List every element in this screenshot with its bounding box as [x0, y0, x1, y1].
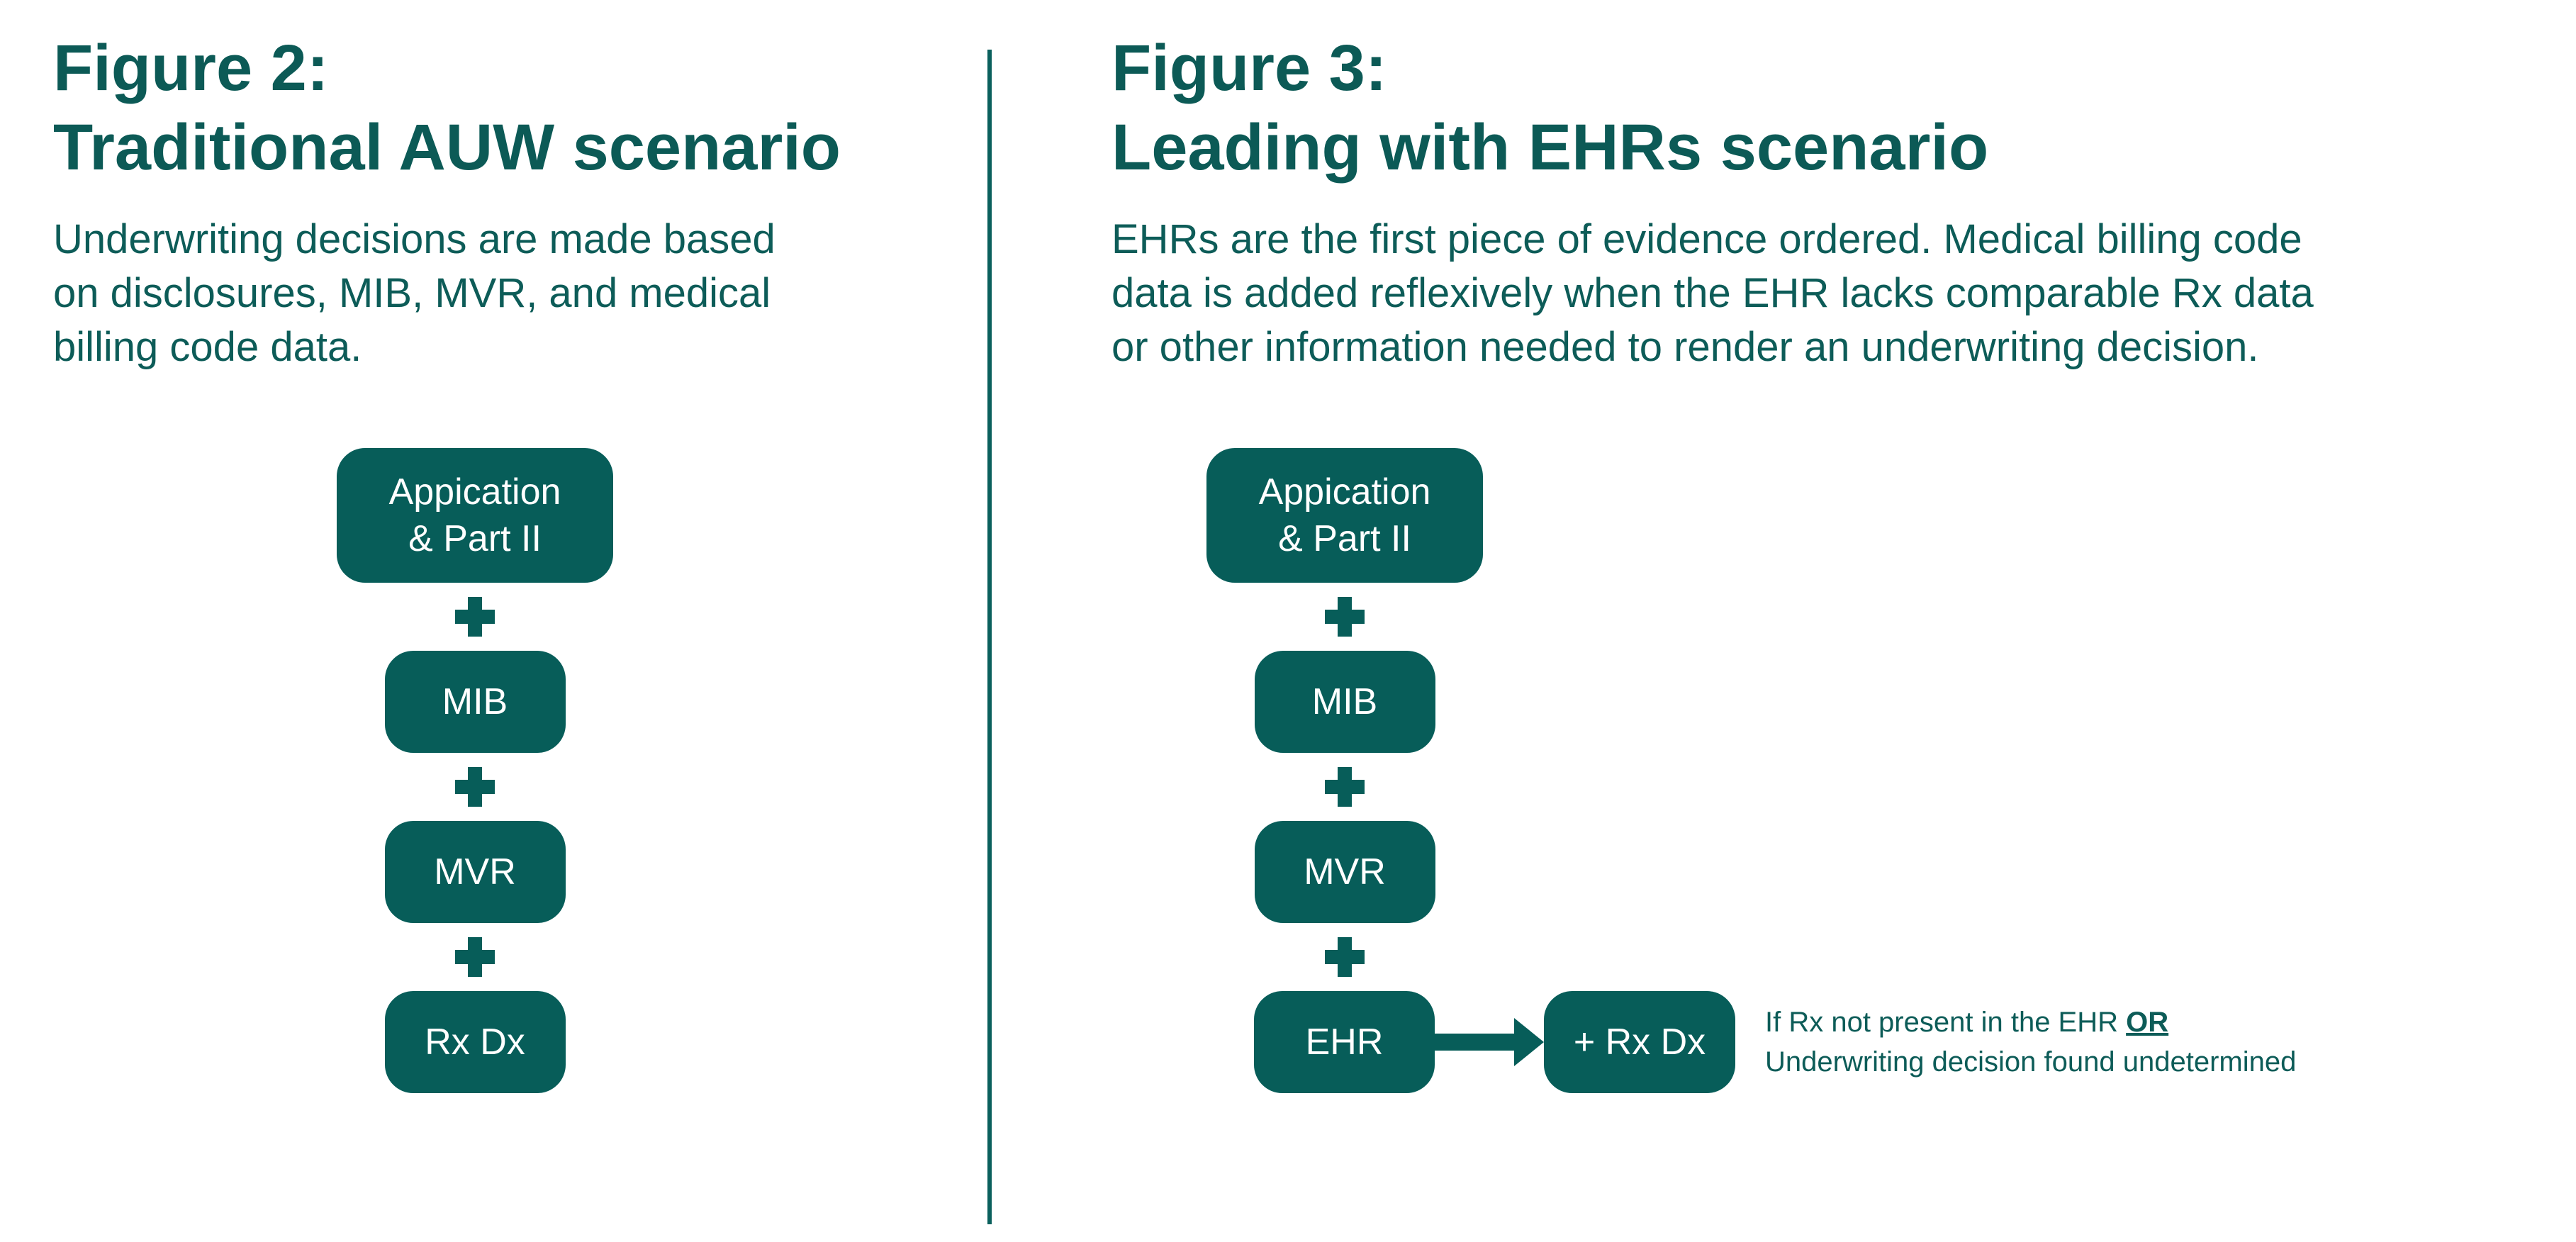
flow-box-mvr: MVR — [384, 821, 566, 923]
figure2-title: Figure 2: Traditional AUW scenario — [53, 28, 968, 187]
figure2-description: Underwriting decisions are made based on… — [53, 213, 968, 374]
figure2-description-line: Underwriting decisions are made based — [53, 216, 775, 262]
figure3-description: EHRs are the first piece of evidence ord… — [1111, 213, 2543, 374]
flow-box-mib: MIB — [1254, 651, 1435, 753]
ehr-annotation-line2: Underwriting decision found undetermined — [1765, 1046, 2297, 1078]
flow-box-application-line1: Appication — [1258, 471, 1431, 513]
figure2-title-line2: Traditional AUW scenario — [53, 111, 841, 184]
figure3-title-line2: Leading with EHRs scenario — [1111, 111, 1989, 184]
ehr-annotation-line1: If Rx not present in the EHR OR — [1765, 1002, 2296, 1042]
arrow-shaft — [1435, 1034, 1514, 1051]
figure3-panel: Figure 3: Leading with EHRs scenario EHR… — [1111, 28, 2543, 1093]
flow-box-rxdx: Rx Dx — [384, 991, 566, 1093]
arrow-right-icon — [1435, 1018, 1544, 1066]
flow-box-plus-rxdx: + Rx Dx — [1544, 991, 1735, 1093]
ehr-annotation: If Rx not present in the EHR OR Underwri… — [1765, 1002, 2296, 1082]
figure3-description-line: or other information needed to render an… — [1111, 324, 2259, 370]
flow-box-mib: MIB — [384, 651, 566, 753]
vertical-divider — [987, 50, 992, 1224]
plus-icon — [455, 597, 495, 637]
figure3-title: Figure 3: Leading with EHRs scenario — [1111, 28, 2543, 187]
figure3-description-line: EHRs are the first piece of evidence ord… — [1111, 216, 2302, 262]
arrow-head — [1514, 1018, 1544, 1066]
plus-icon — [1325, 767, 1365, 807]
flow-box-application: Appication & Part II — [1206, 448, 1483, 583]
flow-box-application-line1: Appication — [388, 471, 561, 513]
plus-icon — [455, 767, 495, 807]
figure2-flowchart: Appication & Part II MIB MVR Rx Dx — [337, 448, 613, 1093]
figure2-panel: Figure 2: Traditional AUW scenario Under… — [53, 28, 968, 1093]
flow-box-application-line2: & Part II — [408, 518, 542, 559]
figure2-title-line1: Figure 2: — [53, 32, 329, 104]
figure2-description-line: on disclosures, MIB, MVR, and medical — [53, 270, 771, 316]
flow-box-application-line2: & Part II — [1278, 518, 1411, 559]
ehr-row: EHR + Rx Dx If Rx not present in the EHR… — [1254, 991, 2296, 1093]
plus-icon — [1325, 597, 1365, 637]
flow-box-ehr: EHR — [1254, 991, 1435, 1093]
flow-box-mvr: MVR — [1254, 821, 1435, 923]
figure3-title-line1: Figure 3: — [1111, 32, 1387, 104]
plus-icon — [455, 937, 495, 977]
flow-box-application: Appication & Part II — [337, 448, 613, 583]
figure3-flowchart: Appication & Part II MIB MVR EHR + Rx Dx… — [1206, 448, 2296, 1093]
ehr-annotation-or-emphasis: OR — [2126, 1007, 2169, 1038]
figure3-description-line: data is added reflexively when the EHR l… — [1111, 270, 2314, 316]
plus-icon — [1325, 937, 1365, 977]
ehr-annotation-line1-text: If Rx not present in the EHR — [1765, 1007, 2127, 1038]
figure2-description-line: billing code data. — [53, 324, 362, 370]
